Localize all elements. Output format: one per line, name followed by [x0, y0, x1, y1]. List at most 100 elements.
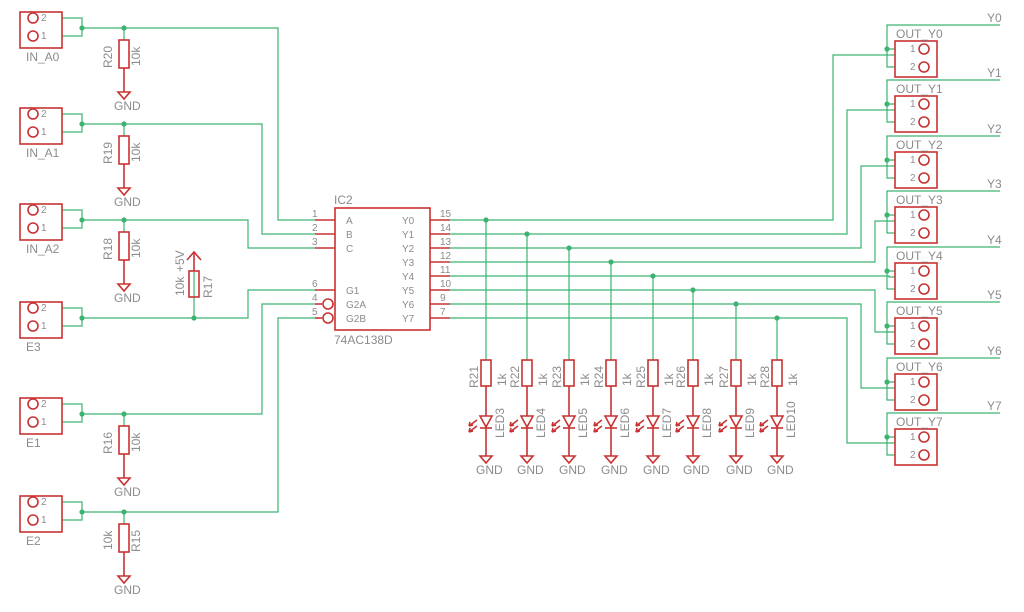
resistor-value: 10k [173, 276, 187, 296]
net-label-wire [886, 190, 1000, 215]
net-label: Y1 [987, 66, 1002, 80]
led-ref: LED9 [743, 408, 757, 438]
output-connector [894, 40, 938, 78]
ground-label: GND [114, 195, 141, 209]
output-connector [894, 428, 938, 466]
resistor-value: 1k [536, 372, 550, 386]
resistor-value: 1k [786, 372, 800, 386]
ground-symbol [116, 570, 132, 585]
wires [62, 17, 1000, 524]
connector-pin [918, 265, 930, 277]
net-2 [450, 165, 895, 249]
ground-label: GND [683, 463, 710, 477]
resistor-ref: R26 [674, 366, 688, 388]
pin-number: 2 [41, 205, 47, 216]
output-connector [894, 95, 938, 133]
connector-pin [918, 172, 930, 184]
ground-symbol [116, 472, 132, 487]
resistor-ref: R18 [101, 238, 115, 260]
ground-symbol [116, 278, 132, 293]
led-triangle [478, 415, 494, 429]
resistor-ref: R20 [101, 46, 115, 68]
ic-pin-name: Y1 [402, 230, 415, 241]
connector-label: OUT_Y1 [896, 82, 943, 96]
connector-pin [918, 209, 930, 221]
led-ref: LED7 [660, 408, 674, 438]
resistor-ref: R24 [592, 366, 606, 388]
ic-pin-number: 6 [312, 279, 318, 290]
pin-number: 1 [41, 223, 47, 234]
connector-pin [918, 338, 930, 350]
connector-pin [27, 126, 39, 138]
pin-number: 1 [41, 321, 47, 332]
input-connector [19, 397, 63, 435]
connector-pin [918, 283, 930, 295]
connector-pin [918, 431, 930, 443]
resistor-body [118, 425, 130, 455]
resistor-ref: R17 [201, 276, 215, 298]
resistor-body [605, 359, 617, 387]
resistor-value: 10k [129, 142, 143, 162]
connector-pin [918, 227, 930, 239]
connector-pin [918, 394, 930, 406]
output-connector [894, 262, 938, 300]
connector-pin [918, 320, 930, 332]
ground-label: GND [601, 463, 628, 477]
pin2-wire [62, 501, 83, 512]
net-7 [450, 317, 895, 444]
pin-number: 1 [910, 155, 916, 166]
junction-dot [79, 509, 85, 515]
led-triangle [645, 415, 661, 429]
output-connector [894, 151, 938, 189]
output-connector [894, 206, 938, 244]
resistor-value: 10k [101, 530, 115, 550]
pin-number: 2 [910, 228, 916, 239]
resistor-value: 10k [129, 432, 143, 452]
resistor-body [730, 359, 742, 387]
inverting-bubble [322, 298, 334, 310]
led-emission-arrows [675, 419, 685, 433]
net-3 [450, 220, 895, 263]
pin-number: 1 [41, 417, 47, 428]
led-ref: LED8 [700, 408, 714, 438]
pin-number: 1 [910, 321, 916, 332]
net-E3 [82, 289, 315, 319]
connector-pin [27, 204, 39, 216]
connector-pin [27, 320, 39, 332]
resistor-value: 1k [745, 372, 759, 386]
led-triangle [603, 415, 619, 429]
pin2-wire [62, 113, 83, 124]
connector-label: OUT_Y5 [896, 304, 943, 318]
ic-pin-name: Y5 [402, 286, 415, 297]
junction-dot [79, 121, 85, 127]
connector-pin [918, 43, 930, 55]
ground-symbol [645, 450, 661, 465]
ic-pin-name: Y6 [402, 300, 415, 311]
connector-pin [27, 222, 39, 234]
pin-number: 2 [41, 109, 47, 120]
output-connector [894, 317, 938, 355]
ground-symbol [603, 450, 619, 465]
resistor-ref: R27 [717, 366, 731, 388]
ground-label: GND [643, 463, 670, 477]
ground-label: GND [114, 485, 141, 499]
ground-label: GND [726, 463, 753, 477]
supply-arrow [186, 250, 202, 261]
resistor-value: 1k [578, 372, 592, 386]
ic-pin-number: 15 [440, 209, 452, 220]
resistor-value: 1k [662, 372, 676, 386]
resistor-ref: R25 [634, 366, 648, 388]
pin-number: 2 [910, 173, 916, 184]
ground-symbol [769, 450, 785, 465]
supply-label: +5V [173, 250, 187, 272]
pin1-wire [62, 318, 83, 327]
pin-number: 1 [910, 266, 916, 277]
net-4 [450, 275, 895, 278]
pin-number: 2 [41, 13, 47, 24]
connector-pin [918, 116, 930, 128]
pin1-wire [62, 220, 83, 229]
net-label-wire [886, 24, 1000, 49]
led-triangle [728, 415, 744, 429]
net-label-wire [886, 135, 1000, 160]
resistor-body [118, 231, 130, 261]
